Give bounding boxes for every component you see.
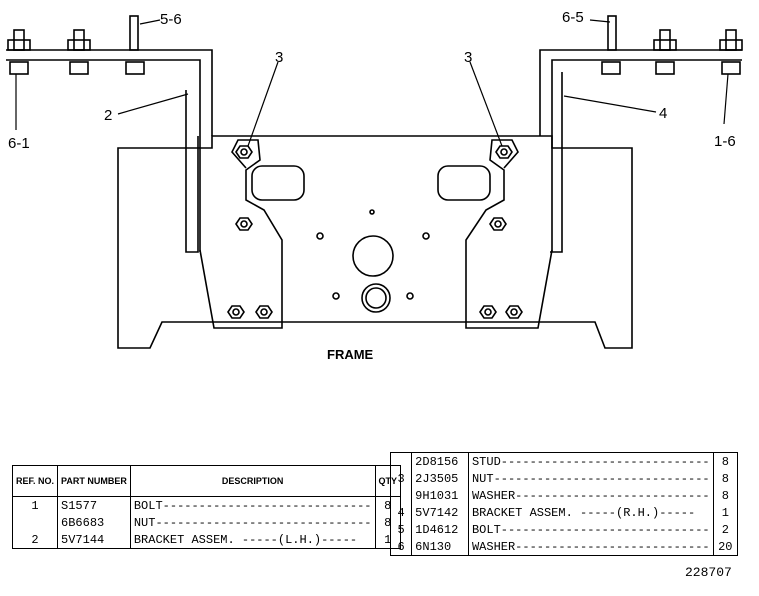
callout-3-right: 3 — [464, 49, 472, 66]
table-row: 6B6683 NUT------------------------------… — [12, 514, 401, 531]
left-bracket-plate — [185, 90, 283, 329]
parts-table-right: 2D8156 STUD-----------------------------… — [390, 452, 738, 556]
mounting-bracket-diagram: 6-1 2 5-6 3 3 6-5 4 1-6 FRAME — [6, 9, 743, 362]
table-row: 6 6N130 WASHER--------------------------… — [390, 538, 738, 556]
table-row: 1 S1577 BOLT----------------------------… — [12, 496, 401, 514]
table-row: 2 5V7144 BRACKET ASSEM. -----(L.H.)-----… — [12, 531, 401, 549]
callout-4: 4 — [659, 105, 667, 122]
right-bracket-plate — [465, 72, 563, 329]
left-plate-bolts — [227, 145, 273, 319]
table-row: 5 1D4612 BOLT---------------------------… — [390, 521, 738, 538]
left-top-bar — [6, 49, 213, 252]
table-header: REF. NO. PART NUMBER DESCRIPTION QTY — [11, 465, 402, 497]
table-row: 4 5V7142 BRACKET ASSEM. -----(R.H.)-----… — [390, 504, 738, 521]
drawing-number: 228707 — [685, 565, 732, 580]
frame-label: FRAME — [327, 347, 374, 362]
parts-table-left: REF. NO. PART NUMBER DESCRIPTION QTY 1 S… — [11, 465, 402, 549]
right-slot — [437, 165, 491, 201]
callout-2: 2 — [104, 107, 112, 124]
table-row: 2D8156 STUD-----------------------------… — [390, 452, 738, 470]
header-desc: DESCRIPTION — [129, 465, 376, 497]
table-row: 9H1031 WASHER---------------------------… — [390, 487, 738, 504]
left-studs — [7, 15, 145, 75]
callout-1-6: 1-6 — [714, 133, 736, 150]
callout-5-6: 5-6 — [160, 11, 182, 28]
frame-outline — [117, 135, 633, 349]
right-top-bar — [539, 49, 742, 252]
leader-lines — [15, 19, 729, 147]
right-plate-bolts — [479, 145, 523, 319]
callout-6-1: 6-1 — [8, 135, 30, 152]
callout-3-left: 3 — [275, 49, 283, 66]
header-ref: REF. NO. — [11, 465, 59, 497]
header-part: PART NUMBER — [57, 465, 131, 497]
table-row: 3 2J3505 NUT----------------------------… — [390, 470, 738, 487]
center-large-hole — [352, 235, 394, 277]
left-slot — [251, 165, 305, 201]
center-lower-hole — [361, 283, 391, 313]
right-studs — [601, 15, 743, 75]
callout-6-5: 6-5 — [562, 9, 584, 26]
